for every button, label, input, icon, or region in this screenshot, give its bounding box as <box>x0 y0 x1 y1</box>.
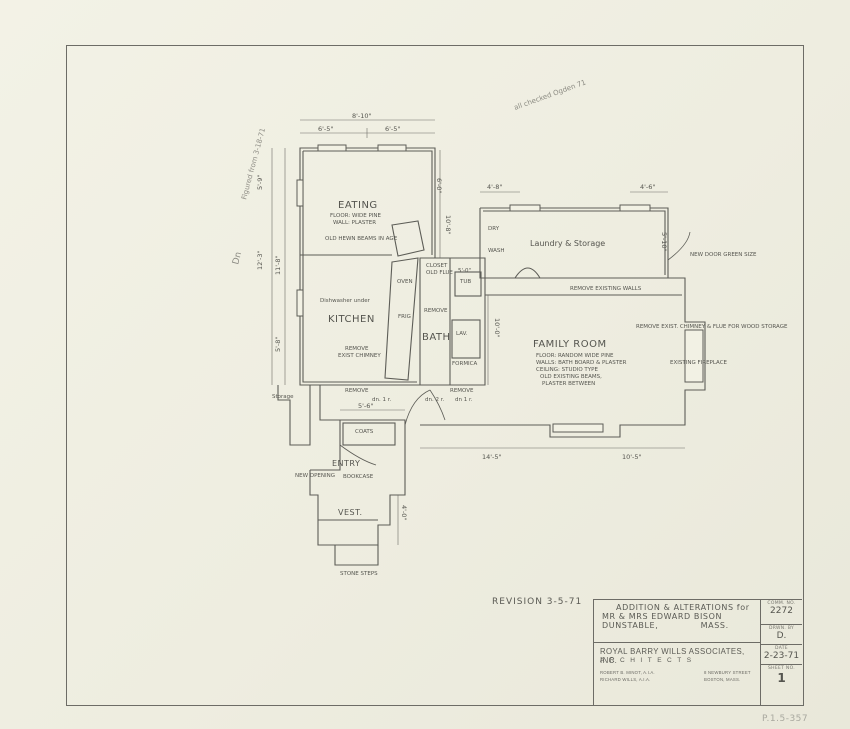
formica-label: FORMICA <box>452 361 478 367</box>
new-opening-note: NEW OPENING <box>295 473 335 479</box>
project-line-3: DUNSTABLE, MASS. <box>598 621 760 630</box>
dim-laundry-left: 4'-8" <box>487 183 502 191</box>
title-block-main: ADDITION & ALTERATIONS for MR & MRS EDWA… <box>593 599 761 705</box>
comm-no-cell: COMM. NO. 2272 <box>761 600 802 625</box>
family-ceiling-note: CEILING: STUDIO TYPE <box>536 367 598 373</box>
lav-label: LAV. <box>456 331 468 337</box>
room-label-family: FAMILY ROOM <box>533 339 607 350</box>
coats-label: COATS <box>355 429 374 435</box>
project-line-1: ADDITION & ALTERATIONS for <box>616 603 750 612</box>
firm-architects: ARCHITECTS <box>600 657 697 664</box>
family-beams-note: OLD EXISTING BEAMS, <box>540 374 602 380</box>
remove-bottom-note: REMOVE <box>450 388 474 394</box>
dim-top-left: 6'-5" <box>318 125 333 133</box>
eating-beams-note: OLD HEWN BEAMS IN AGE <box>325 236 398 242</box>
date-value: 2-23-71 <box>763 651 800 661</box>
door-swings <box>339 231 691 466</box>
existing-fireplace-note: EXISTING FIREPLACE <box>670 360 728 366</box>
room-label-laundry: Laundry & Storage <box>530 239 605 248</box>
stone-steps-note: STONE STEPS <box>340 571 378 577</box>
room-label-bath: BATH <box>422 332 451 343</box>
eating-wall-note: WALL: PLASTER <box>333 220 376 226</box>
remove-bath-note: REMOVE <box>424 308 448 314</box>
address-line-1: 8 NEWBURY STREET <box>704 670 751 675</box>
down-1-riser-a: dn. 1 r. <box>372 397 391 403</box>
dim-left-d: 5'-8" <box>274 337 282 352</box>
room-label-entry: ENTRY <box>332 459 360 468</box>
dim-left-c: 11'-8" <box>274 255 282 275</box>
kitchen-remove-note: REMOVE <box>345 346 369 352</box>
family-plaster-note: PLASTER BETWEEN <box>542 381 595 387</box>
dim-vest-side: 4'-0" <box>400 505 408 520</box>
closet-label: CLOSET <box>426 263 448 269</box>
frig-label: FRIG <box>398 314 411 320</box>
project-title: ADDITION & ALTERATIONS for MR & MRS EDWA… <box>598 603 760 630</box>
dishwasher-note: Dishwasher under <box>320 298 371 304</box>
pencil-note-left-mid: Dn <box>231 251 244 266</box>
dim-top-total: 8'-10" <box>352 112 372 120</box>
dimension-5-0: 5'-0" <box>458 268 471 274</box>
partner-2: RICHARD WILLS, A.I.A. <box>600 677 651 682</box>
title-block-side: COMM. NO. 2272 DRWN. BY D. DATE 2-23-71 … <box>760 599 802 705</box>
dim-entry-top: 5'-6" <box>358 402 373 410</box>
drawn-by-value: D. <box>776 631 787 641</box>
remove-walls-note: REMOVE EXISTING WALLS <box>570 286 642 292</box>
new-door-note: NEW DOOR GREEN SIZE <box>690 252 757 258</box>
dim-mid-a: 6'-0" <box>435 178 443 193</box>
dim-laundry-side: 5'-10" <box>660 232 668 252</box>
dim-left-a: 5'-9" <box>256 175 264 190</box>
dim-top-right: 6'-5" <box>385 125 400 133</box>
dimension-lines <box>271 119 685 545</box>
kitchen-chimney-note: EXIST CHIMNEY <box>338 353 381 359</box>
partner-1: ROBERT B. MINOT, A.I.A. <box>600 670 655 675</box>
dim-bottom-left: 14'-5" <box>482 453 502 461</box>
room-label-eating: EATING <box>338 200 378 211</box>
tub-label: TUB <box>459 279 471 285</box>
firm-name: ROYAL BARRY WILLS ASSOCIATES, INC. <box>600 647 745 665</box>
family-walls-note: WALLS: BATH BOARD & PLASTER <box>536 360 627 366</box>
address-line-2: BOSTON, MASS. <box>704 677 741 682</box>
wash-label: WASH <box>488 248 505 254</box>
eating-floor-note: FLOOR: WIDE PINE <box>330 213 382 219</box>
revision-note: REVISION 3-5-71 <box>492 597 583 607</box>
project-line-2: MR & MRS EDWARD BISON <box>602 612 723 621</box>
oven-label: OVEN <box>397 279 413 285</box>
sheet-no-value: 1 <box>777 671 786 685</box>
down-2-risers: dn. 2 r. <box>425 397 444 403</box>
comm-no-label: COMM. NO. <box>767 601 796 606</box>
dim-family-side: 10'-0" <box>493 318 501 338</box>
sheet-border <box>66 45 804 706</box>
firm-divider <box>594 642 761 643</box>
windows <box>296 144 704 433</box>
date-label: DATE <box>775 646 788 651</box>
remove-note: REMOVE <box>345 388 369 394</box>
title-block: ADDITION & ALTERATIONS for MR & MRS EDWA… <box>593 599 802 705</box>
pencil-note-top-right: all checked Ogden 71 <box>513 78 587 111</box>
dry-label: DRY <box>488 226 500 232</box>
archive-stamp: P.1.5-357 <box>762 714 809 724</box>
bookcase-note: BOOKCASE <box>343 474 374 480</box>
drawn-by-cell: DRWN. BY D. <box>761 625 802 645</box>
down-1-riser-b: dn 1 r. <box>455 397 473 403</box>
family-floor-note: FLOOR: RANDOM WIDE PINE <box>536 353 614 359</box>
old-flue-label: OLD FLUE <box>426 270 453 276</box>
dim-laundry-right: 4'-6" <box>640 183 655 191</box>
comm-no-value: 2272 <box>770 606 793 616</box>
sheet-no-label: SHEET NO. <box>768 666 795 671</box>
project-state: MASS. <box>700 621 729 630</box>
dim-mid-b: 10'-8" <box>444 215 452 235</box>
dim-bottom-right: 10'-5" <box>622 453 642 461</box>
sheet-no-cell: SHEET NO. 1 <box>761 665 802 689</box>
date-cell: DATE 2-23-71 <box>761 645 802 665</box>
drawn-by-label: DRWN. BY <box>768 626 795 631</box>
room-label-vest: VEST. <box>338 508 363 517</box>
storage-label: Storage <box>272 394 294 400</box>
walls <box>277 147 706 566</box>
dim-left-b: 12'-3" <box>256 250 264 270</box>
remove-chimney-right-note: REMOVE EXIST. CHIMNEY & FLUE FOR WOOD ST… <box>636 324 788 330</box>
project-town: DUNSTABLE, <box>602 621 659 630</box>
room-label-kitchen: KITCHEN <box>328 314 375 325</box>
